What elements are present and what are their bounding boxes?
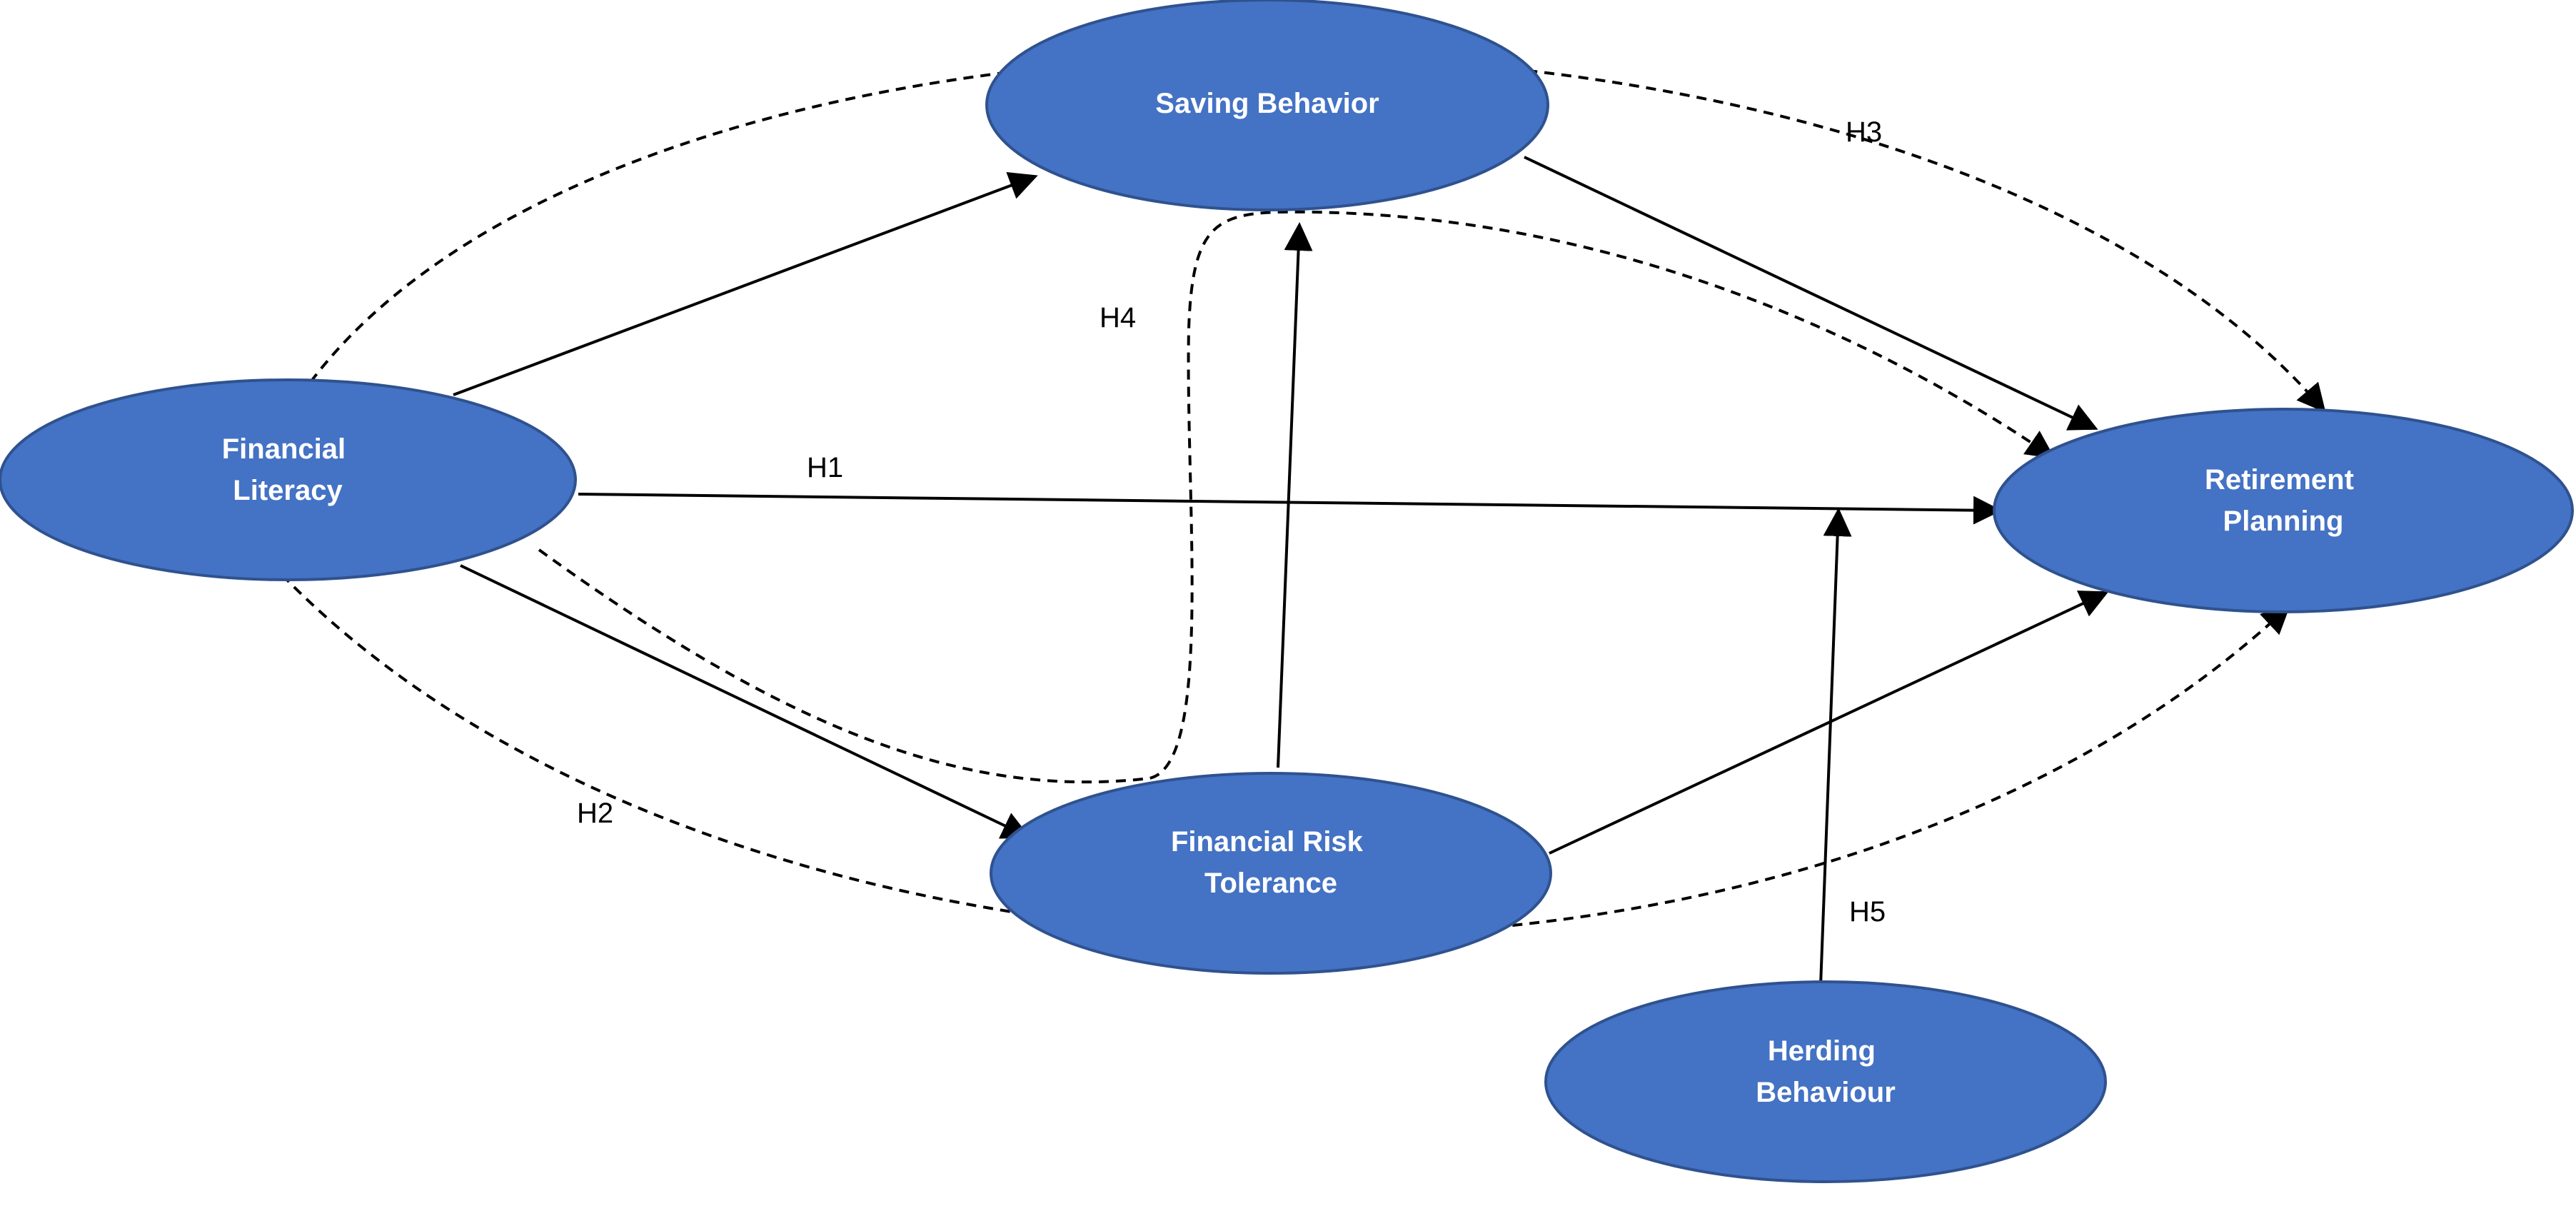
node-herding-behaviour: Herding Behaviour bbox=[1544, 980, 2107, 1183]
hypothesis-label-h3: H3 bbox=[1846, 116, 1882, 148]
retirement-planning-label-line-2: Planning bbox=[2223, 506, 2344, 537]
edge-risk-to-saving bbox=[1277, 222, 1313, 768]
hypothesis-label-h1: H1 bbox=[807, 452, 843, 483]
financial-risk-tolerance-label-line-1: Financial Risk bbox=[1171, 826, 1364, 858]
financial-literacy-label-line-2: Literacy bbox=[233, 475, 343, 506]
node-retirement-planning: Retirement Planning bbox=[1993, 408, 2574, 613]
node-financial-risk-tolerance: Financial Risk Tolerance bbox=[990, 772, 1552, 975]
edge-saving-to-retirement bbox=[1524, 156, 2098, 431]
edge-h5-herding-moderation bbox=[1819, 508, 1852, 986]
node-saving-behavior: Saving Behavior bbox=[985, 0, 1549, 211]
edge-risk-to-retirement bbox=[1549, 591, 2109, 855]
herding-behaviour-label-line-2: Behaviour bbox=[1756, 1077, 1896, 1108]
svg-text:Herding Behaviour: Herding Behaviour bbox=[1756, 1035, 1896, 1108]
saving-behavior-label: Saving Behavior bbox=[1155, 88, 1379, 119]
hypothesis-label-h2: H2 bbox=[577, 798, 613, 829]
herding-behaviour-label-line-1: Herding bbox=[1768, 1035, 1876, 1067]
svg-text:Retirement Planning: Retirement Planning bbox=[2205, 464, 2362, 537]
edge-literacy-to-risk bbox=[460, 564, 1031, 839]
edge-literacy-to-saving bbox=[453, 171, 1038, 396]
svg-text:Financial Literacy: Financial Literacy bbox=[222, 433, 354, 506]
hypothesis-label-h4: H4 bbox=[1100, 302, 1136, 333]
hypothesis-label-h5: H5 bbox=[1849, 896, 1886, 928]
financial-literacy-label-line-1: Financial bbox=[222, 433, 346, 465]
svg-text:Financial Risk Tolerance: Financial Risk Tolerance bbox=[1171, 826, 1371, 899]
svg-text:Saving Behavior: Saving Behavior bbox=[1155, 88, 1379, 119]
financial-risk-tolerance-label-line-2: Tolerance bbox=[1204, 868, 1337, 899]
retirement-planning-label-line-1: Retirement bbox=[2205, 464, 2354, 496]
node-financial-literacy: Financial Literacy bbox=[0, 378, 577, 581]
